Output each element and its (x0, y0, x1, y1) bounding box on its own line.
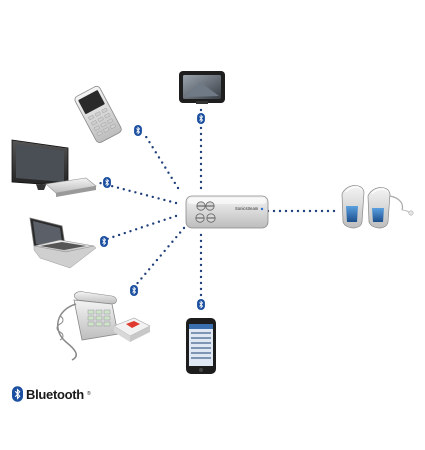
bluetooth-icon (103, 177, 111, 188)
hub-brand-label: Sonicstream (235, 206, 259, 211)
line-to-landline (128, 226, 186, 294)
bluetooth-logo-tm: ® (86, 391, 91, 397)
mobile-phone-icon (74, 85, 122, 143)
bluetooth-icon (197, 113, 205, 124)
hearing-aids-icon (341, 185, 414, 229)
bluetooth-icon (134, 125, 142, 136)
bluetooth-icon (12, 386, 23, 402)
status-led-icon (260, 207, 264, 211)
smartphone-icon (186, 318, 216, 374)
line-to-tv (98, 181, 178, 205)
line-to-mobile-phone (143, 133, 180, 190)
bluetooth-logo-text: Bluetooth (26, 386, 84, 402)
line-to-laptop (96, 214, 178, 244)
gps-navigator-icon (179, 71, 225, 104)
bluetooth-icon (100, 236, 108, 247)
streamer-hub: Sonicstream (185, 195, 269, 229)
bluetooth-logo: Bluetooth® (12, 386, 91, 402)
tv-icon (11, 139, 97, 197)
landline-phone-icon (56, 291, 151, 361)
bluetooth-icon (197, 299, 205, 310)
bluetooth-icon (130, 285, 138, 296)
laptop-icon (29, 217, 97, 269)
